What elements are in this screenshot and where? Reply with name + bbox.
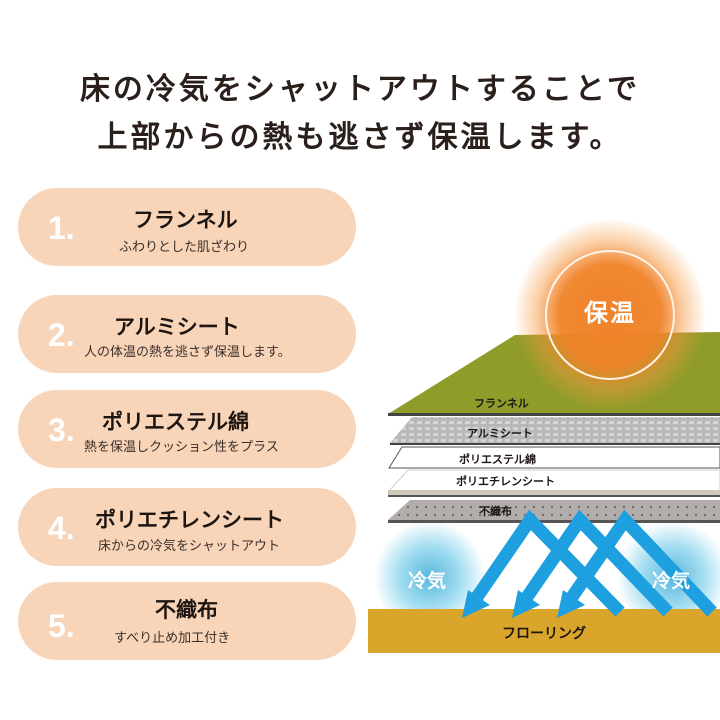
layer-number: 3. [48, 412, 75, 448]
warmth-label: 保温 [584, 299, 636, 327]
layer-title: 不織布 [155, 598, 218, 622]
headline-line-2: 上部からの熱も逃さず保温します。 [97, 120, 623, 155]
layer-number: 4. [48, 510, 75, 546]
diagram-label-polyester: ポリエステル綿 [459, 453, 536, 466]
diagram-label-aluminum: アルミシート [467, 427, 533, 440]
layer-number: 1. [48, 210, 75, 246]
layer-description: 床からの冷気をシャットアウト [98, 539, 281, 554]
layer-description: ふわりとした肌ざわり [119, 240, 250, 255]
layer-card-polyethylene: 4. ポリエチレンシート 床からの冷気をシャットアウト [18, 488, 356, 566]
headline-line-1: 床の冷気をシャットアウトすることで [79, 72, 641, 107]
layer-title: アルミシート [114, 315, 240, 339]
diagram-label-nonwoven: 不織布 [479, 505, 512, 518]
layer-title: ポリエステル綿 [102, 410, 249, 434]
layer-card-polyester: 3. ポリエステル綿 熱を保温しクッション性をプラス [18, 390, 356, 468]
layer-card-nonwoven: 5. 不織布 すべり止め加工付き [18, 582, 356, 660]
cold-air-label-left: 冷気 [408, 570, 447, 592]
layer-title: フランネル [133, 208, 238, 232]
diagram-label-polyethylene: ポリエチレンシート [456, 475, 555, 488]
layer-number: 2. [48, 317, 75, 353]
layer-number: 5. [48, 608, 75, 644]
layer-card-aluminum: 2. アルミシート 人の体温の熱を逃さず保温します。 [18, 295, 356, 373]
layer-description: 熱を保温しクッション性をプラス [84, 440, 279, 455]
layer-title: ポリエチレンシート [95, 508, 284, 532]
layer-description: すべり止め加工付き [114, 631, 231, 646]
flooring-layer: フローリング [368, 609, 720, 653]
layer-card-flannel: 1. フランネル ふわりとした肌ざわり [18, 188, 356, 266]
diagram-label-flannel: フランネル [474, 397, 529, 410]
cold-air-label-right: 冷気 [652, 570, 691, 592]
layer-description: 人の体温の熱を逃さず保温します。 [84, 345, 291, 360]
flooring-label: フローリング [502, 626, 586, 642]
warmth-circle [545, 250, 675, 380]
